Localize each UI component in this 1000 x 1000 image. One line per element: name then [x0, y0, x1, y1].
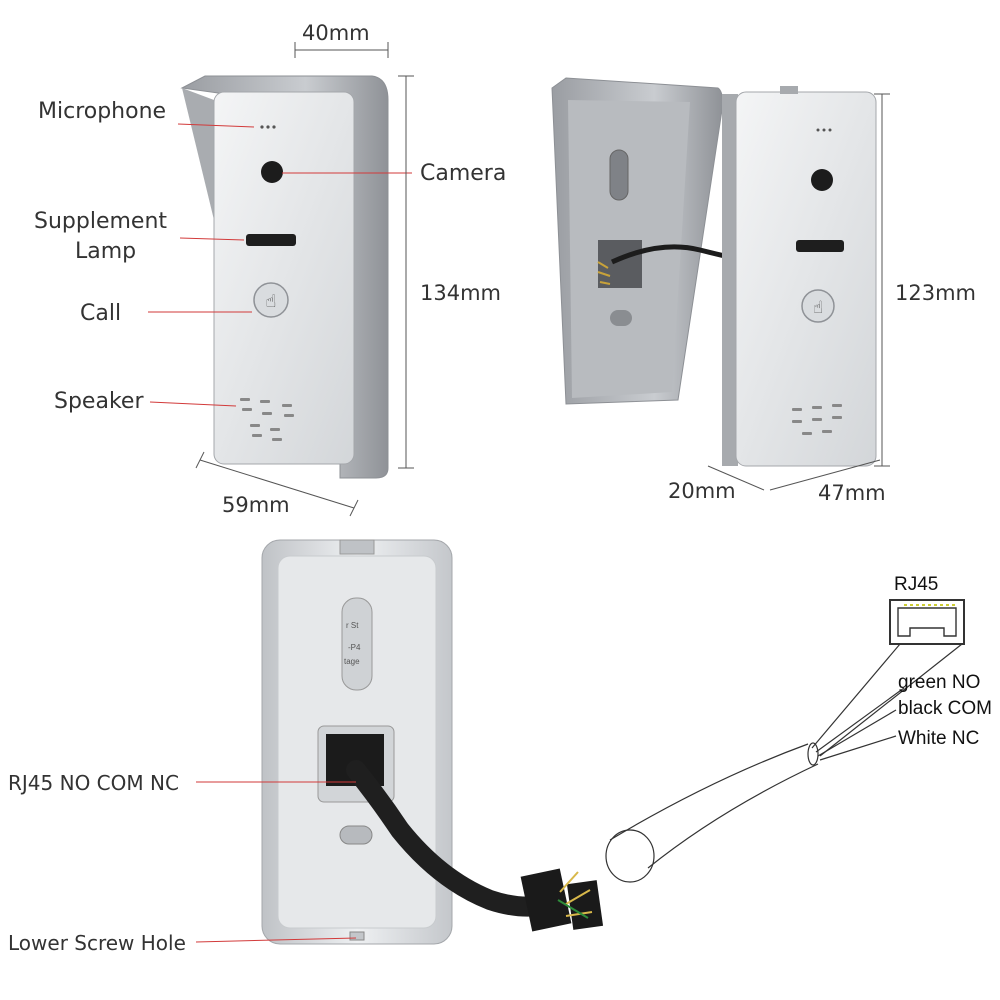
annotation-lines [148, 123, 412, 407]
dimension-lines-right [707, 93, 890, 491]
svg-text:tage: tage [344, 657, 360, 666]
wire-black-com: black COM [898, 698, 992, 719]
svg-text:-P4: -P4 [348, 643, 361, 652]
unit-width-dim: 47mm [818, 481, 886, 505]
lower-screw-hole-label: Lower Screw Hole [8, 931, 186, 955]
lower-screw-hole [349, 931, 365, 941]
call-button [253, 282, 289, 318]
wire-white-nc: White NC [898, 728, 979, 749]
rj45-connector-icon [889, 599, 965, 645]
front-unit-side: ☝ [722, 86, 877, 467]
cover-height-dim: 134mm [420, 281, 501, 305]
microphone-holes [260, 125, 276, 129]
call-label: Call [80, 301, 121, 326]
rain-cover-open [551, 77, 791, 405]
unit-height-dim: 123mm [895, 281, 976, 305]
microphone-label: Microphone [38, 99, 166, 124]
wire-green-no: green NO [898, 672, 980, 693]
supplement-label-line2: Lamp [75, 239, 136, 264]
unit-depth-dim: 20mm [668, 479, 736, 503]
speaker-grille [240, 398, 294, 441]
cable-and-connector [346, 760, 604, 932]
rj45-label: RJ45 NO COM NC [8, 771, 179, 795]
finger-icon-2: ☝ [813, 298, 823, 318]
back-panel: r St -P4 tage [261, 539, 453, 945]
camera-label: Camera [420, 161, 506, 186]
svg-text:r St: r St [346, 621, 359, 630]
supplement-label-line1: Supplement [34, 209, 167, 234]
finger-icon: ☝ [266, 291, 277, 312]
cover-depth-dim: 59mm [222, 493, 290, 517]
dimension-lines-left [195, 42, 414, 517]
wiring-sketch [605, 599, 965, 883]
bottom-annotation-lines [195, 781, 357, 943]
camera-lens [261, 161, 283, 183]
cover-width-dim: 40mm [302, 21, 370, 45]
rj45-connector-label: RJ45 [894, 574, 938, 595]
speaker-label: Speaker [54, 389, 144, 414]
front-unit-with-cover: ☝ [180, 75, 389, 479]
supplement-lamp [246, 234, 296, 246]
